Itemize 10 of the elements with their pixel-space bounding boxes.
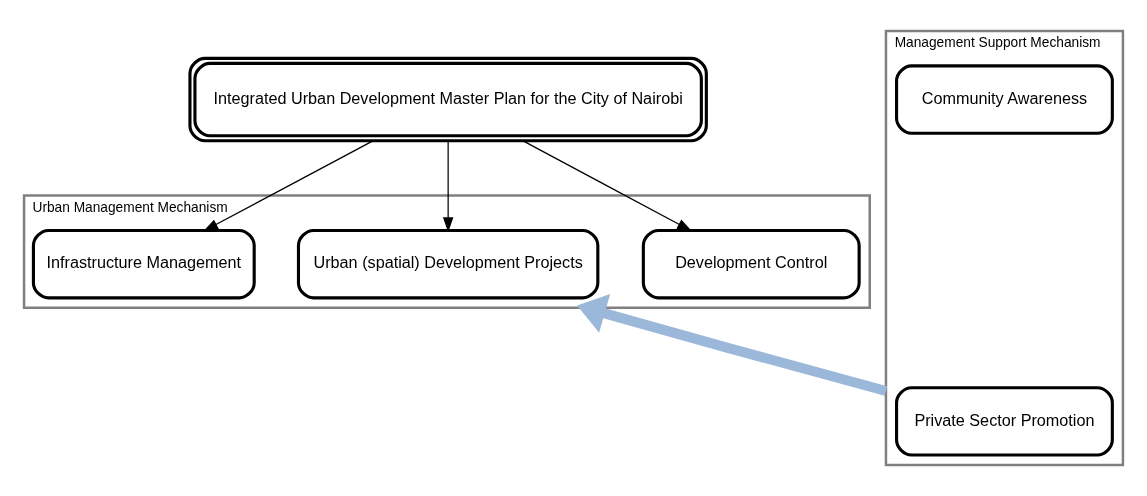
arrow	[522, 140, 693, 232]
arrow	[442, 140, 454, 233]
arrow	[577, 294, 888, 396]
node-box: Urban (spatial) Development Projects	[296, 229, 600, 300]
node-box: Community Awareness	[895, 64, 1114, 135]
node-box: Integrated Urban Development Master Plan for the City of Nairobi	[188, 56, 708, 143]
node-box: Private Sector Promotion	[895, 386, 1114, 457]
node-box: Infrastructure Management	[31, 229, 256, 300]
node-box: Development Control	[641, 229, 861, 300]
arrow	[203, 140, 374, 232]
